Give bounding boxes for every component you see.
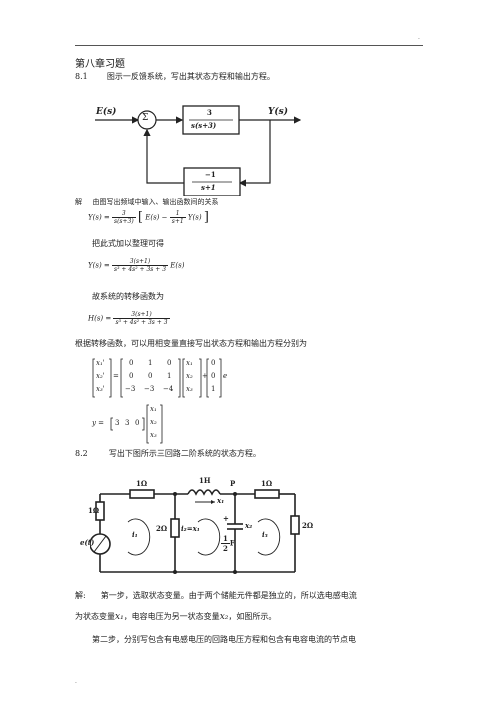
x1-label: x₁ [217, 496, 225, 505]
b-1: 0 [211, 359, 216, 367]
text-rearrange: 把此式加以整理可得 [92, 239, 164, 248]
circuit-svg [90, 489, 300, 574]
problem-number: 8.1 [75, 72, 88, 81]
header-dot: . [418, 34, 420, 41]
text-state: 根据转移函数，可以用相变量直接写出状态方程和输出方程分别为 [75, 339, 307, 348]
solution-label: 解: [75, 591, 86, 600]
x-2: x₂ [186, 372, 193, 380]
problem-8-2: 8.2 写出下图所示三回路二阶系统的状态方程。 [75, 448, 261, 459]
a33: −4 [163, 385, 174, 393]
inductor-label: 1H [199, 476, 211, 485]
forward-denominator: s(s+3) [191, 121, 217, 130]
input-e: e [223, 372, 228, 380]
i1-label: i₁ [132, 530, 138, 539]
feedback-denominator: s+1 [201, 183, 216, 192]
eq3-lhs: H(s) = [88, 314, 112, 323]
a22: 0 [148, 372, 153, 380]
b-2: 0 [211, 372, 216, 380]
a32: −3 [144, 385, 155, 393]
feedback-numerator: −1 [205, 170, 216, 179]
equation-3: H(s) = 3(s+1)s³ + 4s² + 3s + 3 [88, 311, 170, 326]
state-equation: x₁' x₂' x₃' = 0 1 0 0 0 1 −3 −3 −4 x₁ x₂… [92, 357, 232, 399]
r-left-label: 1Ω [88, 506, 100, 515]
matrix-brackets [92, 358, 222, 398]
eq2-lhs: Y(s) = [88, 261, 110, 270]
a13: 0 [167, 359, 172, 367]
x-1: x₁ [186, 359, 193, 367]
eq1-lhs: Y(s) = [88, 213, 110, 222]
header-rule [75, 45, 423, 46]
xdot-1: x₁' [96, 359, 105, 367]
c-2: 3 [125, 419, 130, 427]
circuit-figure: 1Ω 1H x₁ P 1Ω 1Ω e(t) i₁ 2Ω i₂=x₁ + x₂ 1… [80, 474, 320, 582]
block-diagram-svg [95, 105, 302, 196]
r-mid-label: 2Ω [156, 524, 168, 533]
equation-2: Y(s) = 3(s+1)s³ + 4s² + 3s + 3 E(s) [88, 258, 184, 273]
x-3: x₃ [186, 385, 193, 393]
b-3: 1 [211, 385, 216, 393]
i3-label: i₃ [262, 530, 268, 539]
block-diagram-figure: E(s) Σ 3 s(s+3) Y(s) −1 s+1 [90, 96, 305, 196]
a23: 1 [167, 372, 172, 380]
solution-text-1: 第一步，选取状态变量。由于两个储能元件都是独立的，所以选电感电流 [100, 591, 357, 600]
solution-8-2-line1: 解: 第一步，选取状态变量。由于两个储能元件都是独立的，所以选电感电流 [75, 590, 357, 601]
xdot-2: x₂' [96, 372, 105, 380]
a21: 0 [129, 372, 134, 380]
solution-8-2-line2: 为状态变量x₁，电容电压为另一状态变量x₂，如图所示。 [75, 612, 277, 622]
solution-intro-line: 解 由图写出频域中输入、输出函数间的关系 [75, 197, 218, 208]
input-label: E(s) [96, 107, 117, 117]
text-transfer: 故系统的转移函数为 [92, 292, 164, 301]
node-p-label: P [230, 479, 236, 488]
xdot-3: x₃' [96, 385, 105, 393]
y-x-1: x₁ [150, 405, 157, 413]
r-right-label: 2Ω [302, 521, 314, 530]
eq2-fraction: 3(s+1)s³ + 4s² + 3s + 3 [112, 258, 169, 273]
plus-sign: + [202, 372, 208, 380]
a12: 1 [148, 359, 153, 367]
problem-8-1: 8.1 图示一反馈系统，写出其状态方程和输出方程。 [75, 71, 275, 82]
source-label: e(t) [80, 538, 95, 547]
y-x-3: x₃ [150, 431, 157, 439]
a11: 0 [129, 359, 134, 367]
a31: −3 [125, 385, 136, 393]
y-x-2: x₂ [150, 418, 157, 426]
sum-symbol: Σ [142, 113, 149, 123]
r-top-left-label: 1Ω [136, 479, 148, 488]
footer-dot: . [75, 678, 77, 685]
solution-intro: 由图写出频域中输入、输出函数间的关系 [92, 198, 219, 206]
x2-label: x₂ [245, 521, 253, 530]
equals-sign: = [113, 372, 119, 380]
r-top-right-label: 1Ω [261, 479, 273, 488]
solution-label: 解 [75, 198, 82, 206]
forward-numerator: 3 [207, 108, 212, 117]
c-1: 3 [115, 419, 120, 427]
eq3-fraction: 3(s+1)s³ + 4s² + 3s + 3 [113, 311, 170, 326]
c-3: 0 [135, 419, 140, 427]
solution-8-2-step2: 第二步，分别写包含有电感电压的回路电压方程和包含有电容电流的节点电 [92, 635, 356, 644]
problem-question: 图示一反馈系统，写出其状态方程和输出方程。 [106, 72, 275, 81]
eq2-rhs: E(s) [170, 261, 185, 270]
cap-plus-label: + [223, 514, 229, 523]
eq1-bracket-a: E(s) − [145, 213, 168, 222]
problem-number: 8.2 [75, 449, 88, 458]
output-label: Y(s) [268, 107, 289, 117]
output-equation: y = 3 3 0 x₁ x₂ x₃ [92, 404, 172, 444]
chapter-title: 第八章习题 [75, 59, 125, 70]
output-lhs: y = [92, 419, 105, 427]
problem-question: 写出下图所示三回路二阶系统的状态方程。 [108, 449, 261, 458]
i2-label: i₂=x₁ [181, 524, 200, 533]
eq1-bracket-b: Y(s) [187, 213, 202, 222]
